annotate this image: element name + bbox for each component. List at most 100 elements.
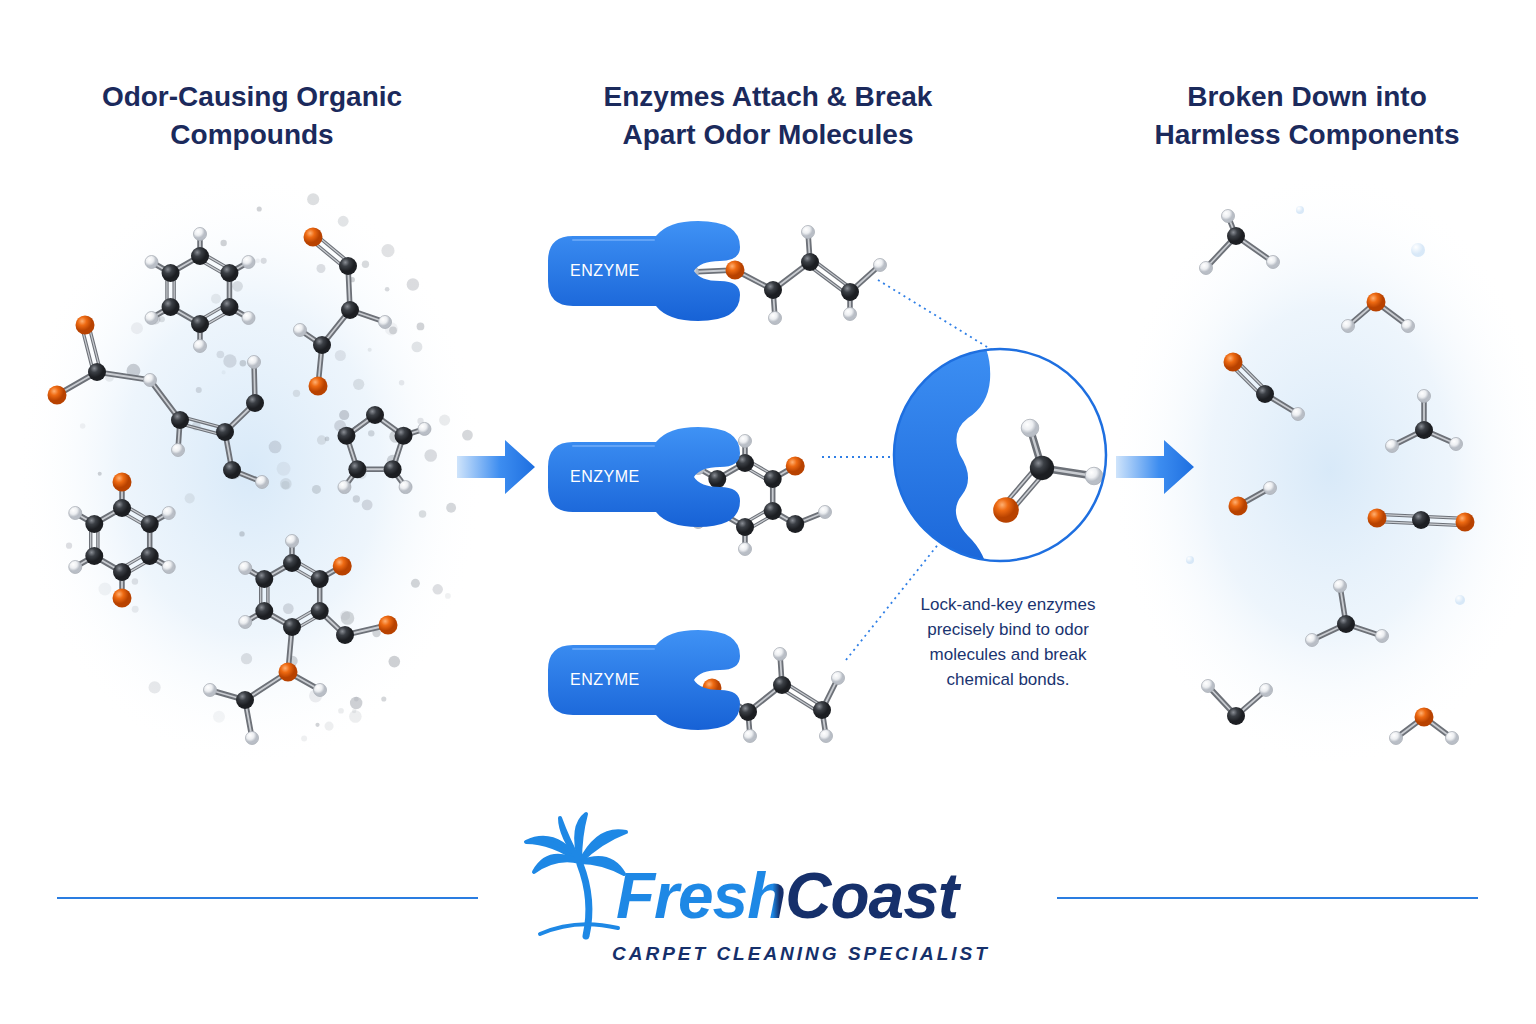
- palm-wave: [540, 924, 618, 934]
- background-glow: [1110, 170, 1536, 770]
- molecule: [204, 535, 398, 745]
- oxygen-atom: [48, 386, 67, 405]
- particle: [324, 722, 333, 731]
- hydrogen-atom: [1306, 634, 1319, 647]
- carbon-atom: [708, 470, 726, 488]
- hydrogen-atom: [1450, 438, 1463, 451]
- carbon-atom: [341, 301, 359, 319]
- carbon-atom: [236, 691, 254, 709]
- palm-leaf: [560, 818, 580, 862]
- hydrogen-atom: [256, 476, 269, 489]
- hydrogen-atom: [145, 312, 158, 325]
- callout-note: Lock-and-key enzymes precisely bind to o…: [906, 592, 1111, 692]
- particle: [232, 281, 243, 292]
- oxygen-atom: [113, 473, 132, 492]
- carbon-atom: [1256, 385, 1274, 403]
- particle: [381, 696, 386, 701]
- molecule: [69, 473, 176, 608]
- hydrogen-atom: [1334, 580, 1347, 593]
- carbon-atom: [736, 518, 754, 536]
- carbon-atom: [191, 247, 209, 265]
- carbon-atom: [220, 298, 238, 316]
- palm-leaf: [534, 856, 580, 872]
- carbon-atom: [113, 499, 131, 517]
- carbon-atom: [311, 602, 329, 620]
- carbon-atom: [339, 257, 357, 275]
- hydrogen-atom: [204, 684, 217, 697]
- oxygen-atom: [1456, 513, 1475, 532]
- particle: [66, 543, 72, 549]
- particle: [277, 462, 291, 476]
- carbon-atom: [366, 406, 384, 424]
- particle: [362, 261, 369, 268]
- carbon-atom: [246, 394, 264, 412]
- particle: [381, 244, 394, 257]
- hydrogen-atom: [239, 616, 252, 629]
- carbon-atom: [1412, 511, 1430, 529]
- oxygen-atom: [304, 228, 323, 247]
- particle: [132, 578, 138, 584]
- enzyme-body: [548, 427, 740, 527]
- oxygen-atom: [1224, 353, 1243, 372]
- particle: [411, 579, 420, 588]
- particle: [446, 503, 456, 513]
- carbon-atom: [813, 701, 831, 719]
- particle: [412, 342, 423, 353]
- carbon-atom: [223, 461, 241, 479]
- molecule: [145, 228, 255, 353]
- hydrogen-atom: [739, 543, 752, 556]
- carbon-atom: [141, 515, 159, 533]
- particle: [349, 710, 362, 723]
- hydrogen-atom: [1446, 732, 1459, 745]
- particle: [433, 584, 443, 594]
- carbon-atom: [1227, 707, 1245, 725]
- particle: [241, 653, 252, 664]
- molecule: [294, 228, 392, 396]
- molecule: [1224, 353, 1305, 421]
- enzyme-body: [548, 221, 740, 321]
- hydrogen-atom: [399, 481, 412, 494]
- particle: [239, 531, 244, 536]
- hydrogen-atom: [769, 312, 782, 325]
- carbon-atom: [311, 570, 329, 588]
- particle: [353, 495, 360, 502]
- hydrogen-atom: [69, 561, 82, 574]
- enzyme-shape: ENZYME: [548, 427, 743, 527]
- carbon-atom: [255, 602, 273, 620]
- particle: [98, 582, 111, 595]
- particle: [424, 449, 437, 462]
- particle: [240, 360, 247, 367]
- hydrogen-atom: [1390, 732, 1403, 745]
- hydrogen-atom: [1085, 467, 1103, 485]
- molecule: [1390, 708, 1459, 745]
- carbon-atom: [162, 264, 180, 282]
- hydrogen-atom: [802, 226, 815, 239]
- molecule: [993, 419, 1103, 523]
- particle: [368, 348, 372, 352]
- column-heading: Odor-Causing Organic Compounds: [96, 78, 408, 154]
- footer-rule: [1057, 897, 1478, 899]
- molecules: [48, 210, 1475, 745]
- flow-arrow: [1116, 440, 1194, 494]
- enzyme-shape: ENZYME: [548, 221, 743, 321]
- carbon-atom: [1227, 227, 1245, 245]
- particle: [340, 611, 350, 621]
- carbon-atom: [764, 281, 782, 299]
- bubble: [1296, 206, 1304, 214]
- carbon-atom: [395, 427, 413, 445]
- oxygen-atom: [1368, 509, 1387, 528]
- particle: [338, 216, 349, 227]
- palm-logo: [526, 814, 626, 936]
- carbon-atom: [85, 547, 103, 565]
- zoom-content: [880, 330, 1103, 590]
- enzyme-shine: [573, 445, 654, 447]
- enzyme-shine: [573, 648, 654, 650]
- hydrogen-atom: [1200, 262, 1213, 275]
- bubble: [1186, 556, 1194, 564]
- particle: [223, 354, 236, 367]
- hydrogen-atom: [194, 340, 207, 353]
- bubble: [1455, 595, 1465, 605]
- hydrogen-atom: [819, 506, 832, 519]
- carbon-atom: [384, 460, 402, 478]
- particle: [407, 278, 419, 290]
